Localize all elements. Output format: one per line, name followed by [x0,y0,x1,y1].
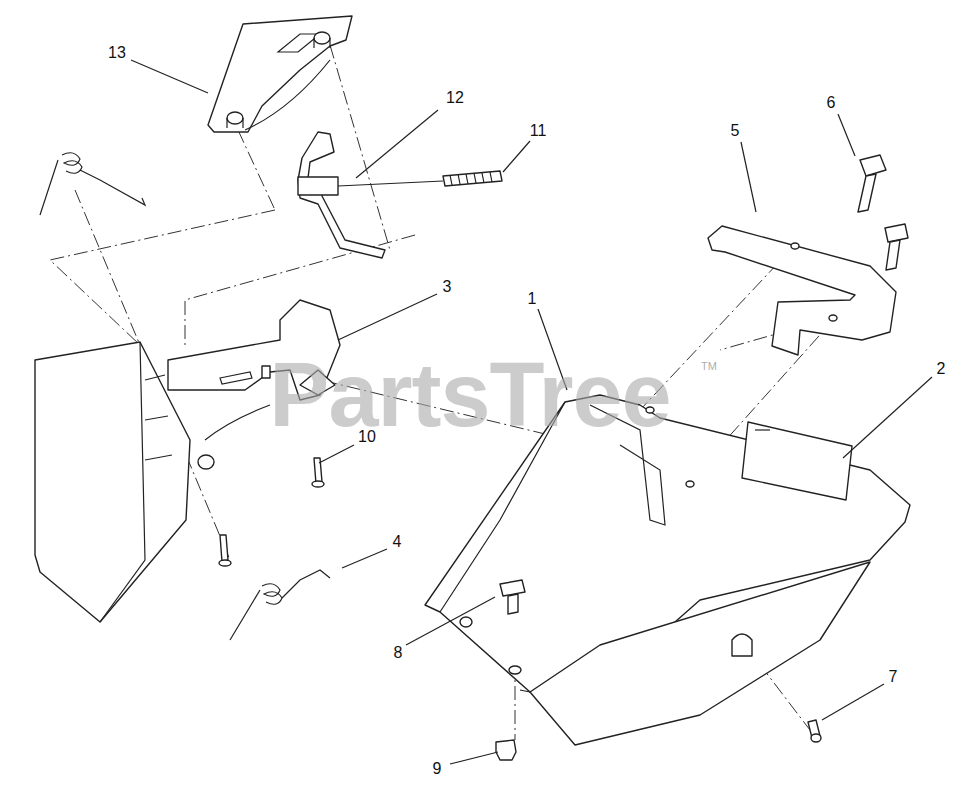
callout-number: 6 [827,95,836,111]
callout-number: 8 [394,645,403,661]
callout-number: 9 [433,761,442,777]
trademark-mark: TM [701,361,717,372]
callout-number: 2 [937,361,946,377]
watermark-text: PartsTree [269,350,670,440]
callout-number: 5 [731,123,740,139]
callout-number: 7 [889,669,898,685]
callout-number: 13 [108,45,126,61]
callout-number: 4 [393,534,402,550]
callout-number: 12 [446,90,464,106]
callout-number: 1 [528,291,537,307]
callout-number: 11 [530,123,547,139]
callout-number: 3 [443,279,452,295]
